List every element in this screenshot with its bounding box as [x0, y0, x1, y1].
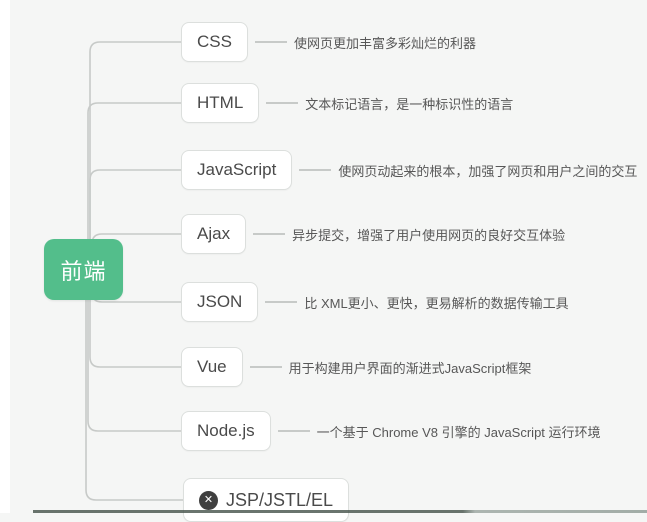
node-label: JSP/JSTL/EL [226, 489, 334, 510]
desc-connector-line [265, 301, 298, 303]
bottom-edge-artifact [33, 510, 647, 513]
node-json[interactable]: JSON [181, 282, 259, 322]
node-label: HTML [197, 93, 244, 112]
connector-jsp [85, 269, 183, 501]
node-label: JSON [197, 292, 243, 311]
root-node-label: 前端 [60, 258, 107, 284]
branch-row-javascript: JavaScript 使网页动起来的根本，加强了网页和用户之间的交互 [181, 149, 637, 191]
branch-description: 文本标记语言，是一种标识性的语言 [305, 96, 514, 112]
node-html[interactable]: HTML [181, 83, 260, 123]
connector-css [89, 41, 181, 269]
node-label: Node.js [197, 421, 255, 440]
node-ajax[interactable]: Ajax [181, 214, 247, 254]
desc-connector-line [277, 430, 310, 432]
node-javascript[interactable]: JavaScript [181, 150, 293, 190]
branch-description: 异步提交，增强了用户使用网页的良好交互体验 [292, 227, 566, 243]
branch-row-css: CSS 使网页更加丰富多彩灿烂的利器 [181, 21, 476, 63]
left-margin-strip [0, 0, 10, 513]
x-circle-icon[interactable]: ✕ [199, 490, 218, 510]
branch-description: 使网页动起来的根本，加强了网页和用户之间的交互 [338, 163, 638, 179]
branch-description: 比 XML更小、更快，更易解析的数据传输工具 [304, 295, 569, 311]
branch-row-html: HTML 文本标记语言，是一种标识性的语言 [181, 82, 513, 124]
branch-row-vue: Vue 用于构建用户界面的渐进式JavaScript框架 [181, 346, 531, 388]
branch-description: 用于构建用户界面的渐进式JavaScript框架 [288, 360, 532, 376]
connector-html [87, 102, 181, 269]
node-jsp-jstl-el[interactable]: ✕ JSP/JSTL/EL [183, 478, 350, 522]
desc-connector-line [266, 102, 299, 104]
branch-description: 使网页更加丰富多彩灿烂的利器 [293, 35, 476, 51]
node-label: Ajax [197, 224, 231, 243]
node-label: JavaScript [197, 160, 277, 179]
node-nodejs[interactable]: Node.js [181, 411, 271, 451]
branch-row-jsp-jstl-el: ✕ JSP/JSTL/EL [183, 478, 350, 522]
desc-connector-line [253, 233, 286, 235]
connector-nodejs [87, 269, 181, 432]
node-css[interactable]: CSS [181, 22, 248, 62]
node-label: Vue [197, 357, 227, 376]
branch-row-ajax: Ajax 异步提交，增强了用户使用网页的良好交互体验 [181, 213, 565, 255]
desc-connector-line [299, 169, 332, 171]
desc-connector-line [254, 41, 287, 43]
desc-connector-line [249, 366, 282, 368]
node-vue[interactable]: Vue [181, 347, 243, 387]
branch-description: 一个基于 Chrome V8 引擎的 JavaScript 运行环境 [316, 424, 601, 440]
branch-row-json: JSON 比 XML更小、更快，更易解析的数据传输工具 [181, 281, 569, 323]
root-node-frontend[interactable]: 前端 [44, 239, 123, 300]
branch-row-nodejs: Node.js 一个基于 Chrome V8 引擎的 JavaScript 运行… [181, 410, 601, 452]
node-label: CSS [197, 32, 232, 51]
connector-javascript [89, 169, 181, 269]
connector-vue [89, 269, 181, 368]
